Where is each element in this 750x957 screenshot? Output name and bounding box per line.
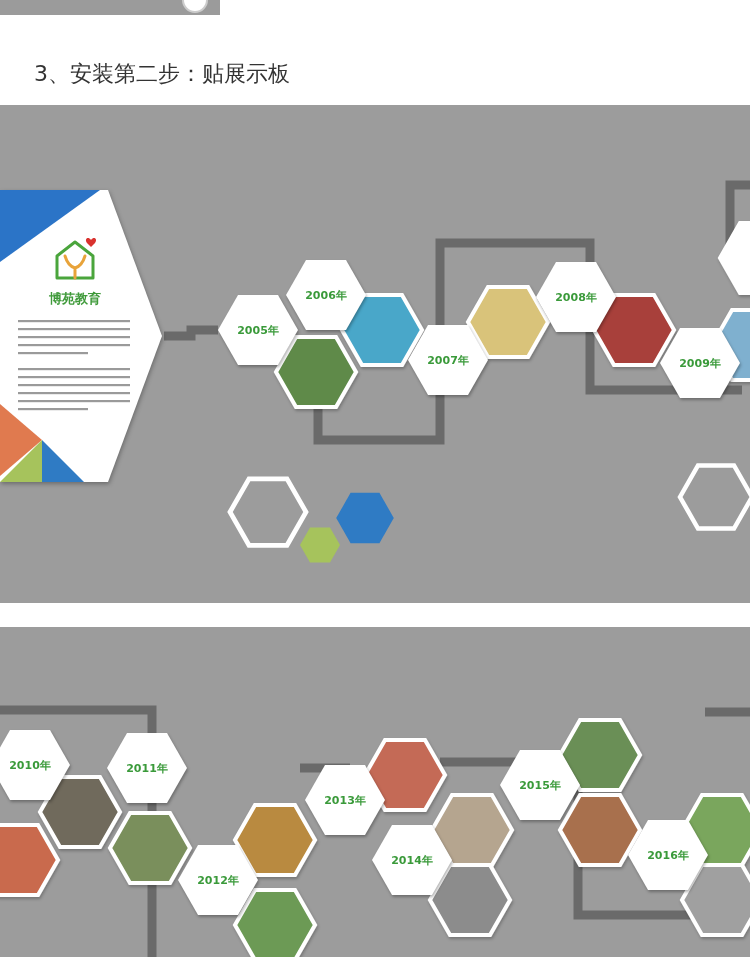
page-title: 3、安装第二步：贴展示板 xyxy=(34,59,290,89)
year-label: 2012年 xyxy=(197,873,239,888)
year-hex: 2005年 xyxy=(218,295,298,365)
hex-fill xyxy=(0,730,70,800)
year-label: 2010年 xyxy=(9,758,51,773)
year-hex: 2014年 xyxy=(372,825,452,895)
hex-fill xyxy=(500,750,580,820)
hex-fill xyxy=(305,765,385,835)
board-shape xyxy=(0,190,164,482)
brand-name: 博苑教育 xyxy=(0,290,150,308)
body-text-line xyxy=(18,352,88,354)
top-circle xyxy=(183,0,207,12)
year-hex: 2012年 xyxy=(178,845,258,915)
year-hex: 2016年 xyxy=(628,820,708,890)
corner-triangle xyxy=(42,440,84,482)
year-hex: 2009年 xyxy=(660,328,740,398)
hex-fill xyxy=(372,825,452,895)
year-label: 2014年 xyxy=(391,853,433,868)
timeline-rail xyxy=(318,185,750,440)
body-text-line xyxy=(18,368,130,370)
logo-house xyxy=(57,242,93,278)
year-hex: 2007年 xyxy=(408,325,488,395)
body-text-line xyxy=(18,336,130,338)
year-hex: 2011年 xyxy=(107,733,187,803)
timeline-rail xyxy=(0,710,750,957)
hex-fill xyxy=(408,325,488,395)
year-label: 2015年 xyxy=(519,778,561,793)
hex-fill xyxy=(536,262,616,332)
corner-triangle xyxy=(0,440,42,482)
body-text-line xyxy=(18,384,130,386)
hex-fill xyxy=(178,845,258,915)
timeline-connector xyxy=(164,330,218,336)
year-label: 2007年 xyxy=(427,353,469,368)
year-hex: 2010年 xyxy=(0,730,70,800)
year-label: 2009年 xyxy=(679,356,721,371)
hex-fill xyxy=(628,820,708,890)
hex-fill xyxy=(286,260,366,330)
year-hex: 2013年 xyxy=(305,765,385,835)
body-text-line xyxy=(18,344,130,346)
hex-fill xyxy=(107,733,187,803)
logo-sprout xyxy=(65,256,85,278)
wall-panel xyxy=(0,627,750,957)
body-text-line xyxy=(18,328,130,330)
brand-board: 博苑教育 xyxy=(0,190,164,482)
year-label: 2011年 xyxy=(126,761,168,776)
logo-heart xyxy=(86,238,96,247)
year-label: 2008年 xyxy=(555,290,597,305)
body-text-line xyxy=(18,320,130,322)
hex-fill xyxy=(660,328,740,398)
year-label: 2013年 xyxy=(324,793,366,808)
decor-hex xyxy=(230,466,750,563)
year-label: 2006年 xyxy=(305,288,347,303)
body-text-line xyxy=(18,376,130,378)
body-text-line xyxy=(18,400,130,402)
body-text-line xyxy=(18,408,88,410)
body-text-line xyxy=(18,392,130,394)
wall-panel xyxy=(0,105,750,603)
year-hex: 2008年 xyxy=(536,262,616,332)
board-fill xyxy=(0,190,162,482)
year-label: 2005年 xyxy=(237,323,279,338)
year-hex: 2015年 xyxy=(500,750,580,820)
hex-fill xyxy=(218,295,298,365)
year-label: 2016年 xyxy=(647,848,689,863)
year-hex: 2006年 xyxy=(286,260,366,330)
